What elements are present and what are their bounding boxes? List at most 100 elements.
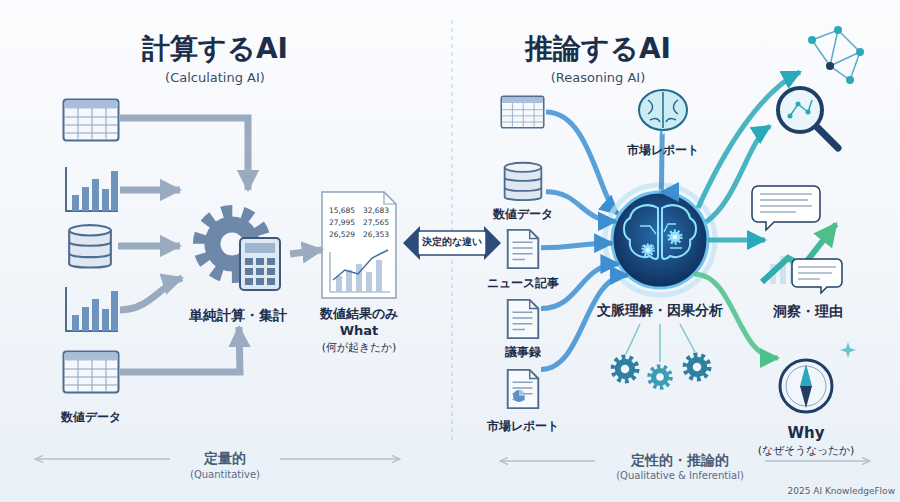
input-arrows — [120, 118, 248, 190]
gear-calculator — [267, 258, 275, 265]
scale-label: 定性的・推論的 — [600, 452, 760, 469]
speech-bubbles — [792, 259, 842, 293]
insight-output: 洞察・理由 — [765, 200, 850, 280]
speech-bubbles — [798, 267, 836, 279]
node-text: 議事録 — [473, 345, 573, 359]
table-cell: 27,995 — [326, 218, 358, 227]
gear-calculator — [267, 278, 275, 285]
small-gears — [613, 357, 637, 381]
input-icons — [69, 225, 111, 267]
node-text: 数値データ — [42, 410, 140, 424]
panel-subtitle: (Reasoning AI) — [498, 70, 698, 86]
brain-core — [640, 224, 682, 248]
node-text: ニュース記事 — [473, 276, 573, 290]
input-arrows — [120, 187, 180, 194]
brain-core — [642, 244, 653, 255]
network-icon — [812, 30, 860, 80]
input-icons — [64, 100, 119, 393]
input-arrow — [546, 112, 618, 214]
magnifier-icon — [788, 114, 793, 119]
network-icon — [846, 76, 854, 84]
panel-title: 推論するAI — [498, 32, 698, 66]
gear-calculator — [245, 258, 275, 285]
input-icons — [66, 167, 118, 211]
reasoning-inputs — [519, 390, 525, 396]
network-icon — [808, 36, 816, 44]
magnifier-icon — [796, 102, 801, 107]
network-icon — [856, 48, 864, 56]
compass-icon — [780, 360, 832, 412]
magnifier-icon — [778, 88, 822, 132]
data-source-box: 数値データ — [62, 350, 120, 394]
scale-label: 定量的 — [175, 450, 275, 467]
insight-chart — [762, 224, 836, 282]
node-text: 数値結果のみ — [299, 306, 419, 322]
table-cell: 27,565 — [360, 218, 392, 227]
result-document-art — [322, 192, 396, 298]
source-icon: 市場レポート — [505, 368, 541, 410]
scale-lines — [35, 459, 870, 461]
gear-calculator — [245, 268, 253, 275]
speech-bubbles — [752, 186, 820, 230]
node-text: 洞察・理由 — [755, 303, 860, 320]
scale-sublabel: (Qualitative & Inferential) — [580, 470, 780, 482]
gear-calculator — [256, 278, 264, 285]
result-document-art — [356, 264, 362, 292]
reasoning-inputs — [508, 230, 539, 268]
magnifier-icon — [816, 126, 838, 148]
scale-lines — [765, 460, 870, 462]
flow-arrow — [120, 327, 240, 372]
source-icon: 数値データ — [500, 160, 546, 204]
result-document-art — [336, 276, 342, 292]
contrast-arrow — [403, 226, 501, 260]
reasoning-core: 文脈理解・因果分析 — [612, 192, 708, 288]
process-gear: 単純計算・集計 — [185, 195, 290, 327]
gear-calculator — [245, 243, 275, 253]
table-cell: 32,683 — [360, 206, 392, 215]
node-text: 文脈理解・因果分析 — [580, 302, 740, 319]
gear-calculator — [267, 268, 275, 275]
reasoning-inputs — [648, 92, 678, 128]
gear-calculator — [256, 258, 264, 265]
result-document-art — [333, 250, 388, 280]
gear-calculator — [245, 258, 253, 265]
panel-title: 計算するAI — [115, 32, 315, 66]
gear-calculator — [240, 238, 280, 290]
contrast-arrow-box: 決定的な違い — [403, 222, 501, 264]
brain-core — [624, 205, 658, 259]
magnifier-icon — [778, 88, 838, 148]
scale-lines — [35, 458, 170, 460]
input-icons — [64, 100, 119, 141]
brain-core — [669, 231, 682, 244]
gear-calculator — [200, 212, 280, 290]
scale-sublabel: (Quantitative) — [155, 469, 295, 481]
result-document: 15,68532,68327,99527,56526,52926,353数値結果… — [322, 192, 396, 298]
node-text: 決定的な違い — [419, 236, 485, 247]
magnifier-icon — [806, 110, 811, 115]
reasoning-inputs — [639, 90, 687, 130]
input-arrows — [120, 278, 182, 310]
node-text: (何が起きたか) — [299, 341, 419, 354]
small-gears — [685, 355, 709, 379]
network-icon — [834, 26, 842, 34]
flow-arrow — [661, 132, 662, 192]
scale-lines — [500, 460, 595, 462]
table-cell: 26,353 — [360, 230, 392, 239]
compass-icon — [800, 364, 812, 386]
reasoning-inputs — [505, 163, 542, 200]
compass-icon — [780, 342, 856, 412]
small-gears — [613, 324, 709, 388]
gear-calculator — [245, 278, 253, 285]
reasoning-inputs — [513, 390, 525, 402]
node-text: (なぜそうなったか) — [736, 444, 876, 457]
input-icons — [66, 287, 118, 331]
node-text: Why — [756, 424, 856, 442]
node-text: 数値データ — [473, 207, 573, 221]
input-icons — [64, 352, 119, 393]
source-icon: 市場レポート — [638, 88, 688, 132]
